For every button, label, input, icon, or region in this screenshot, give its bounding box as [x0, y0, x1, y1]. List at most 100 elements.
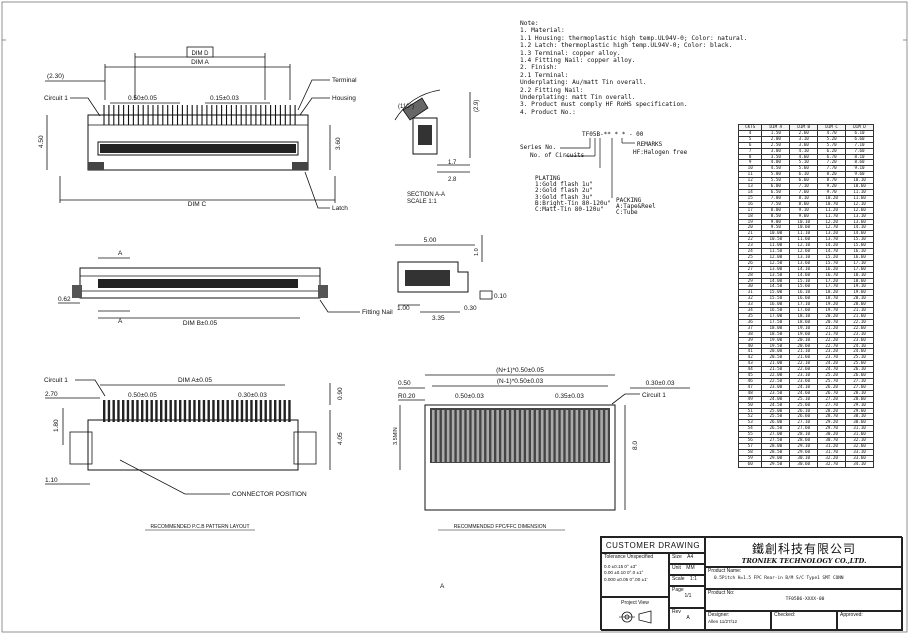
fpc-contact — [511, 410, 514, 462]
designer-value: Allen 11/27/12 — [708, 619, 738, 624]
pcb-pad — [188, 400, 191, 422]
section-angle: (110°) — [398, 104, 414, 110]
designer-cell: Designer: Allen 11/27/12 — [705, 611, 771, 631]
section-d1: 1.7 — [448, 160, 457, 166]
checked-cell: Checked: — [771, 611, 837, 631]
rev-label: Rev — [672, 609, 681, 615]
projection-symbol-icon — [619, 610, 652, 624]
fpc-pitch: 0.50±0.03 — [455, 393, 484, 400]
pcb-right: 0.90 — [337, 387, 344, 400]
fpc-contact — [481, 410, 485, 462]
pcb-offset: 2.70 — [45, 391, 58, 398]
pcb-bottom: 1.10 — [45, 477, 58, 484]
pcb-pad — [264, 400, 267, 422]
fpc-contact — [560, 410, 564, 462]
approved-label: Approved: — [840, 612, 863, 618]
pcb-pitch2: 0.30±0.03 — [238, 392, 267, 399]
latch-label: Latch — [332, 205, 348, 212]
fpc-contact — [605, 410, 608, 462]
front-dim-b: DIM B±0.05 — [183, 320, 218, 327]
fpc-contact — [476, 410, 480, 462]
packing-title: PACKING — [616, 197, 642, 204]
note-line: 2. Finish: — [520, 64, 558, 72]
project-view-label: Project View — [621, 600, 649, 606]
fpc-contact — [570, 410, 574, 462]
pcb-pad — [250, 400, 253, 422]
side-d1: 1.00 — [397, 305, 410, 312]
section-height: (2.9) — [474, 100, 480, 112]
project-view-cell: Project View — [601, 597, 669, 631]
fpc-caption: RECOMMENDED FPC/FFC DIMENSION — [454, 524, 547, 530]
side-d3: 0.30 — [464, 305, 477, 312]
pcb-pad — [226, 400, 229, 422]
product-name-label: Product Name: — [708, 568, 742, 574]
side-height: 1.0 — [474, 248, 480, 256]
tolerance-cell: Tolerance Unspecified 0.0 ±0.15 0° ±3°0.… — [601, 553, 669, 597]
fpc-contact — [466, 410, 470, 462]
plating-title: PLATING — [535, 175, 561, 182]
fpc-contact — [471, 410, 475, 462]
table-cell: 32.70 — [817, 460, 847, 468]
top-view — [45, 46, 336, 209]
note-line: Underplating: Au/matt Tin overall. — [520, 79, 647, 87]
fpc-left2: R0.20 — [398, 393, 416, 400]
pcb-pad — [255, 400, 258, 422]
pcb-h2: 4.05 — [337, 432, 344, 445]
fpc-contact — [432, 410, 435, 462]
corner-mark: A — [440, 583, 445, 590]
scale-value: 1:1 — [689, 576, 697, 582]
pcb-pad — [155, 400, 158, 422]
pcb-pad — [245, 400, 248, 422]
company-name-cn: 鐵創科技有限公司 — [751, 542, 856, 556]
fpc-contact — [540, 410, 544, 462]
table-cell: 34.10 — [845, 460, 874, 468]
front-a-mark-2: A — [118, 318, 123, 325]
offset-label: (2.30) — [47, 73, 64, 80]
pcb-pad — [117, 400, 120, 422]
side-flat: 0.10 — [494, 293, 507, 300]
option-line: 2:Gold flash 2u" — [535, 187, 593, 195]
pitch-label: 0.50±0.05 — [128, 95, 157, 102]
option-line: B:Bright-Tin 80-120u" — [535, 199, 611, 207]
front-a-mark: A — [118, 250, 123, 257]
pcb-pad — [221, 400, 225, 422]
fpc-dimension-view — [398, 374, 690, 531]
note-line: 1. Material: — [520, 27, 565, 35]
pcb-pad — [103, 400, 106, 422]
pcb-pad — [122, 400, 125, 422]
fpc-top2: (N-1)*0.50±0.03 — [497, 378, 544, 385]
scale-label: Scale — [672, 576, 685, 582]
fpc-left1: 0.50 — [398, 380, 411, 387]
depth-label: 3.60 — [335, 137, 342, 150]
fpc-contact — [545, 410, 549, 462]
table-cell: 30.60 — [789, 460, 819, 468]
fpc-contact — [565, 410, 569, 462]
partno-code: TF05B-** * * - 00 — [582, 131, 644, 138]
note-line: Note: — [520, 20, 539, 27]
title-block: CUSTOMER DRAWING Tolerance Unspecified 0… — [600, 536, 903, 631]
pcb-pad — [217, 400, 220, 422]
pcb-pad — [174, 400, 177, 422]
pcb-dim-a: DIM A±0.05 — [178, 377, 212, 384]
section-view — [394, 89, 471, 173]
size-value: A4 — [687, 554, 694, 560]
pcb-circuit1: Circuit 1 — [44, 377, 68, 384]
pcb-pad — [179, 400, 182, 422]
fpc-contact — [461, 410, 465, 462]
page-label: Page — [672, 587, 684, 593]
pcb-pad — [112, 400, 115, 422]
fpc-contact — [590, 410, 593, 462]
fitting-nail-label: Fitting Nail — [362, 309, 393, 316]
section-d2: 2.8 — [448, 177, 457, 183]
fpc-height: 8.0 — [632, 441, 639, 450]
pcb-pad — [169, 400, 172, 422]
note-line: 1.2 Latch: thermoplastic high temp.UL94V… — [520, 42, 733, 50]
product-no-cell: Product No: TF05B6-XXXX-00 — [705, 589, 903, 611]
pcb-pitch: 0.50±0.05 — [128, 392, 157, 399]
